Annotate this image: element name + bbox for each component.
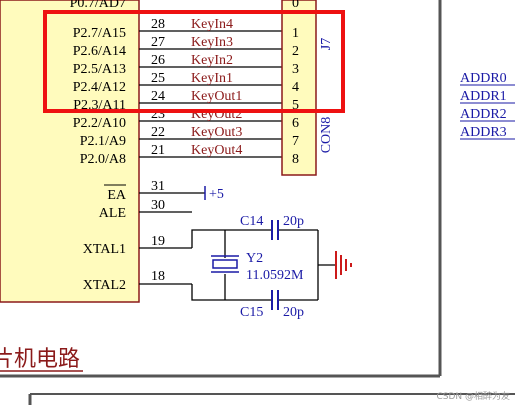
pin-label-p25: P2.5/A13 xyxy=(73,62,126,77)
conn-pin-6: 6 xyxy=(292,116,299,131)
capacitor-c15 xyxy=(271,290,279,310)
pin-label-p21: P2.1/A9 xyxy=(80,134,126,149)
addr-label-3: ADDR3 xyxy=(460,125,507,140)
connector-type: CON8 xyxy=(319,117,334,154)
crystal-y2 xyxy=(211,255,239,273)
crystal-value: 11.0592M xyxy=(246,268,304,283)
pin-num-26: 26 xyxy=(151,53,165,68)
c15-ref: C15 xyxy=(240,305,263,320)
conn-pin-7: 7 xyxy=(292,134,299,149)
mcu-pin-numbers: 28 27 26 25 24 23 22 21 31 30 19 18 xyxy=(151,17,165,284)
pin-label-xtal1: XTAL1 xyxy=(83,242,126,257)
connector-body xyxy=(281,0,317,176)
c15-value: 20p xyxy=(283,305,304,320)
addr-label-1: ADDR1 xyxy=(460,89,507,104)
net-keyin1: KeyIn1 xyxy=(191,71,233,86)
capacitor-c14 xyxy=(271,220,279,240)
pin-label-p22: P2.2/A10 xyxy=(73,116,126,131)
address-labels: ADDR0 ADDR1 ADDR2 ADDR3 xyxy=(460,71,515,140)
mcu-body xyxy=(0,0,140,303)
vcc-label: +5 xyxy=(209,187,224,202)
pin-num-22: 22 xyxy=(151,125,165,140)
pin-num-31: 31 xyxy=(151,179,165,194)
highlight-box xyxy=(43,10,345,113)
c14-value: 20p xyxy=(283,214,304,229)
ground-icon xyxy=(335,251,352,279)
oscillator-wires xyxy=(191,229,336,301)
pin-label-xtal2: XTAL2 xyxy=(83,278,126,293)
addr-label-2: ADDR2 xyxy=(460,107,507,122)
pin-label-ea: EA xyxy=(107,188,127,203)
pin-label-p07: P0.7/AD7 xyxy=(70,0,126,11)
addr-label-0: ADDR0 xyxy=(460,71,507,86)
conn-pin-8: 8 xyxy=(292,152,299,167)
conn-pin-5: 5 xyxy=(292,98,299,113)
connector-ref: J7 xyxy=(319,38,334,50)
pin-num-19: 19 xyxy=(151,234,165,249)
net-keyout3: KeyOut3 xyxy=(191,125,242,140)
conn-pin-0: 0 xyxy=(292,0,299,11)
pin-label-p24: P2.4/A12 xyxy=(73,80,126,95)
pin-num-18: 18 xyxy=(151,269,165,284)
pin-num-30: 30 xyxy=(151,198,165,213)
c14-ref: C14 xyxy=(240,214,263,229)
net-keyin2: KeyIn2 xyxy=(191,53,233,68)
pin-label-ale: ALE xyxy=(99,206,126,221)
pin-num-24: 24 xyxy=(151,89,165,104)
conn-pin-3: 3 xyxy=(292,62,299,77)
circuit-title: 片机电路 xyxy=(0,347,80,372)
conn-pin-2: 2 xyxy=(292,44,299,59)
pin-label-p20: P2.0/A8 xyxy=(80,152,126,167)
pin-num-21: 21 xyxy=(151,143,165,158)
conn-pin-1: 1 xyxy=(292,26,299,41)
net-keyout1: KeyOut1 xyxy=(191,89,242,104)
watermark: CSDN @相醉为友 xyxy=(436,390,510,402)
pin-label-p27: P2.7/A15 xyxy=(73,26,126,41)
pin-num-28: 28 xyxy=(151,17,165,32)
net-keyin4: KeyIn4 xyxy=(191,17,233,32)
net-keyin3: KeyIn3 xyxy=(191,35,233,50)
crystal-ref: Y2 xyxy=(246,251,263,266)
conn-pin-4: 4 xyxy=(292,80,299,95)
net-labels: KeyIn4 KeyIn3 KeyIn2 KeyIn1 KeyOut1 KeyO… xyxy=(191,17,242,158)
pin-num-27: 27 xyxy=(151,35,165,50)
mcu-pin-lines xyxy=(139,30,282,285)
mcu-pin-labels: P0.7/AD7 P2.7/A15 P2.6/A14 P2.5/A13 P2.4… xyxy=(70,0,127,293)
connector-pin-numbers: 0 1 2 3 4 5 6 7 8 xyxy=(292,0,299,167)
pin-num-25: 25 xyxy=(151,71,165,86)
net-keyout4: KeyOut4 xyxy=(191,143,242,158)
pin-label-p26: P2.6/A14 xyxy=(73,44,126,59)
